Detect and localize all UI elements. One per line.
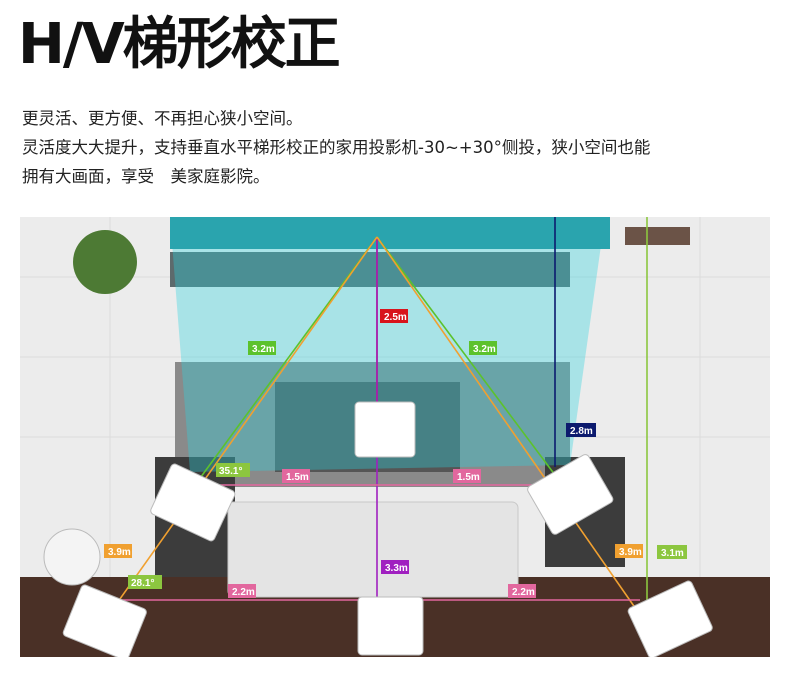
- page-title: H/V梯形校正: [18, 12, 341, 77]
- label-angle-bottom: 28.1°: [131, 578, 154, 589]
- lamp: [43, 528, 101, 586]
- description-line: 更灵活、更方便、不再担心狭小空间。: [22, 109, 303, 128]
- description-line: 拥有大画面，享受 美家庭影院。: [22, 167, 270, 186]
- label-left-diag-bottom: 3.9m: [108, 547, 131, 558]
- projector-left-top: [150, 463, 236, 542]
- label-right-offset-bottom: 2.2m: [512, 587, 535, 598]
- label-far-right-vertical: 3.1m: [661, 548, 684, 559]
- ceiling-vent: [625, 227, 690, 245]
- label-right-diag: 3.2m: [473, 344, 496, 355]
- sofa: [227, 501, 519, 598]
- projection-screen: [170, 217, 610, 249]
- projector-right-top: [527, 454, 614, 535]
- label-left-diag: 3.2m: [252, 344, 275, 355]
- label-right-offset-top: 1.5m: [457, 472, 480, 483]
- description-line: 灵活度大大提升，支持垂直水平梯形校正的家用投影机-30~+30°侧投，狭小空间也…: [22, 138, 651, 157]
- projector-center-bottom: [357, 596, 424, 656]
- label-right-vertical: 2.8m: [570, 426, 593, 437]
- projectors: [62, 401, 713, 657]
- label-left-offset-bottom: 2.2m: [232, 587, 255, 598]
- label-left-offset-top: 1.5m: [286, 472, 309, 483]
- description: 更灵活、更方便、不再担心狭小空间。 灵活度大大提升，支持垂直水平梯形校正的家用投…: [22, 104, 650, 191]
- measure-labels: 2.5m 3.2m 3.2m 2.8m 35.1° 1.5m 1.5m 3.9m…: [104, 309, 687, 598]
- projector-left-bottom: [62, 584, 147, 657]
- label-right-diag-bottom: 3.9m: [619, 547, 642, 558]
- label-angle-top: 35.1°: [219, 466, 242, 477]
- label-center-throw: 2.5m: [384, 312, 407, 323]
- plant: [73, 230, 137, 294]
- projector-right-bottom: [627, 580, 713, 657]
- keystone-diagram: 2.5m 3.2m 3.2m 2.8m 35.1° 1.5m 1.5m 3.9m…: [20, 217, 770, 657]
- tv-cabinet: [170, 252, 570, 287]
- label-center-throw-bottom: 3.3m: [385, 563, 408, 574]
- projector-center-top: [354, 401, 416, 458]
